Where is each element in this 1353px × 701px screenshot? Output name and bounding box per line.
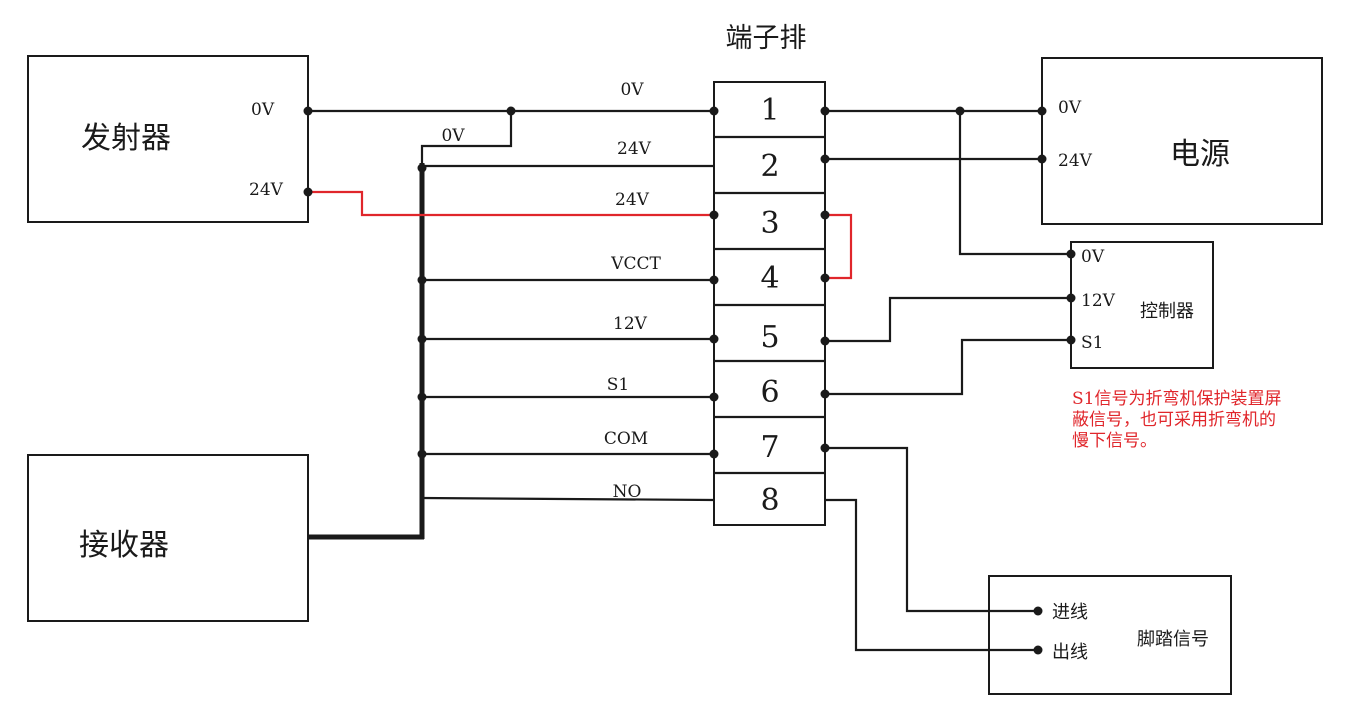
receiver-box xyxy=(27,454,309,622)
terminal-number: 5 xyxy=(760,320,779,355)
right-wiring xyxy=(825,109,1071,652)
power-box xyxy=(1041,57,1323,225)
controller-pin-12v: 12V xyxy=(1081,291,1116,311)
junction-dots xyxy=(303,106,1076,655)
left-wiring xyxy=(308,109,715,540)
controller-box xyxy=(1070,241,1214,369)
terminal-number: 4 xyxy=(760,261,779,296)
wire-label-t2: 24V xyxy=(617,139,652,159)
power-pin-24v: 24V xyxy=(1058,151,1093,171)
transmitter-pin-0v: 0V xyxy=(251,100,275,120)
terminal-number: 6 xyxy=(760,375,779,410)
note: S1信号为折弯机保护装置屏 蔽信号，也可采用折弯机的 慢下信号。 xyxy=(1072,389,1281,451)
terminal-block-title: 端子排 xyxy=(726,23,807,54)
terminal-number: 1 xyxy=(760,93,779,128)
footswitch-name: 脚踏信号 xyxy=(1137,629,1209,650)
power-name: 电源 xyxy=(1170,137,1230,172)
terminal-number: 7 xyxy=(760,430,779,465)
terminal-block xyxy=(713,81,826,526)
wire-label-t4: VCCT xyxy=(610,254,661,274)
terminal-number: 8 xyxy=(760,483,779,518)
controller-pin-s1: S1 xyxy=(1081,333,1103,353)
controller-name: 控制器 xyxy=(1140,301,1194,322)
wire-label-t6: S1 xyxy=(607,375,629,395)
wire-label-bus: 0V xyxy=(441,126,465,146)
terminal-number: 2 xyxy=(760,149,779,184)
wire-label-t5: 12V xyxy=(613,314,648,334)
receiver-name: 接收器 xyxy=(79,528,169,563)
wire-label-t1: 0V xyxy=(620,80,644,100)
wire-label-t7: COM xyxy=(604,429,648,449)
transmitter-name: 发射器 xyxy=(81,121,171,156)
footswitch-pin-in: 进线 xyxy=(1052,602,1088,623)
footswitch-box xyxy=(988,575,1232,695)
note-line: S1信号为折弯机保护装置屏 xyxy=(1072,389,1281,409)
wire-label-t3: 24V xyxy=(615,190,650,210)
terminal-number: 3 xyxy=(760,206,779,241)
transmitter-box xyxy=(27,55,309,223)
footswitch-pin-out: 出线 xyxy=(1052,642,1088,663)
power-pin-0v: 0V xyxy=(1058,98,1082,118)
note-line: 蔽信号，也可采用折弯机的 xyxy=(1072,410,1276,430)
note-line: 慢下信号。 xyxy=(1072,430,1157,451)
controller-pin-0v: 0V xyxy=(1081,247,1105,267)
transmitter-pin-24v: 24V xyxy=(249,180,284,200)
wire-label-t8: NO xyxy=(613,482,642,502)
